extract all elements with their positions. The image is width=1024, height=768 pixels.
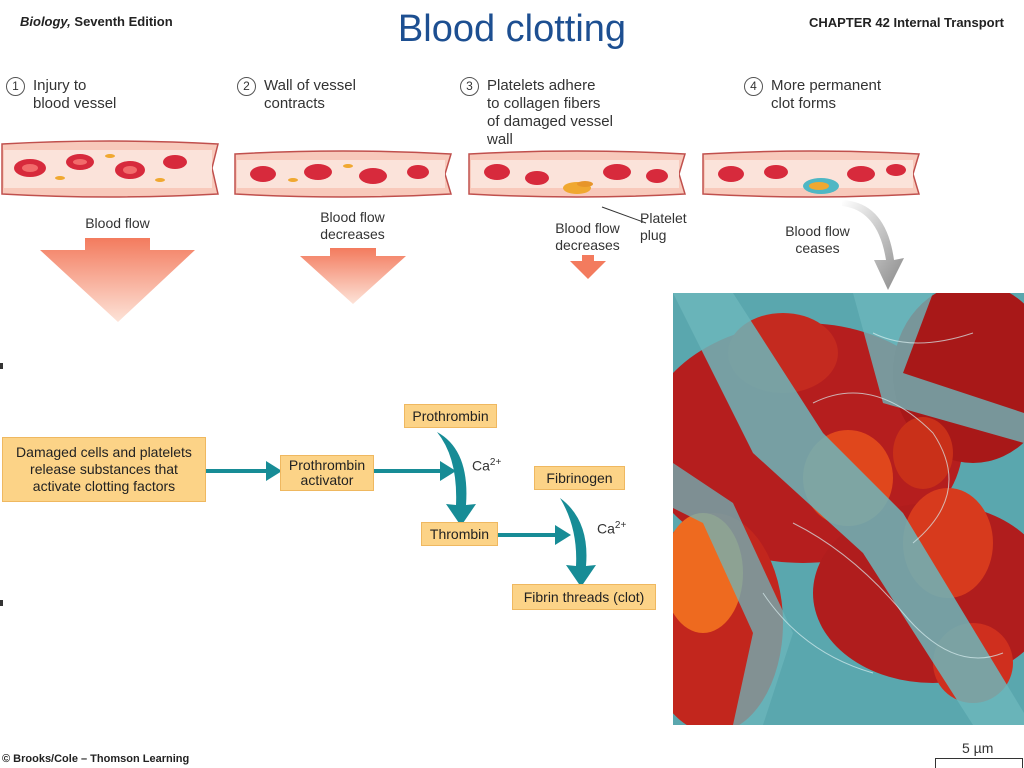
calcium-label-1: Ca2+	[472, 457, 502, 474]
callout-arrow	[842, 200, 904, 290]
calcium-label-2: Ca2+	[597, 520, 627, 537]
flow-arrow-1	[40, 238, 195, 322]
label-blood-flow: Blood flow	[85, 215, 150, 231]
box-fibrin-threads: Fibrin threads (clot)	[512, 584, 656, 610]
copyright: © Brooks/Cole – Thomson Learning	[2, 753, 190, 765]
cascade-arrows	[206, 432, 596, 587]
margin-mark-2	[0, 600, 3, 606]
step-3-text: Platelets adhere to collagen fibers of d…	[487, 77, 613, 148]
box-prothrombin-activator: Prothrombin activator	[280, 455, 374, 491]
box-damaged-cells: Damaged cells and platelets release subs…	[2, 437, 206, 502]
step-2-caption: 2 Wall of vessel contracts	[237, 77, 356, 113]
step-1-text: Injury to blood vessel	[33, 77, 117, 112]
clot-micrograph	[673, 293, 1024, 725]
vessel-step-3	[468, 150, 686, 198]
step-3-caption: 3 Platelets adhere to collagen fibers of…	[460, 77, 613, 149]
book-title: Biology, Seventh Edition	[20, 14, 173, 29]
margin-mark-1	[0, 363, 3, 369]
chapter-title: CHAPTER 42 Internal Transport	[808, 15, 1004, 30]
platelet-plug-pointer	[601, 206, 647, 224]
step-2-number: 2	[237, 77, 256, 96]
step-2-text: Wall of vessel contracts	[264, 77, 356, 112]
vessel-step-1	[1, 140, 219, 198]
page-title: Blood clotting	[397, 8, 627, 50]
step-4-text: More permanent clot forms	[771, 77, 882, 112]
label-platelet-plug: Platelet plug	[640, 210, 687, 243]
scale-bar	[935, 758, 1023, 768]
step-3-number: 3	[460, 77, 479, 96]
flow-arrow-3	[570, 255, 606, 279]
step-1-number: 1	[6, 77, 25, 96]
label-blood-flow-decreases-2: Blood flow decreases	[320, 209, 385, 242]
box-thrombin: Thrombin	[421, 522, 498, 546]
scale-bar-label: 5 µm	[962, 740, 994, 756]
step-1-caption: 1 Injury to blood vessel	[6, 77, 116, 113]
label-blood-flow-decreases-3: Blood flow decreases	[555, 220, 620, 253]
vessel-step-2	[234, 150, 452, 198]
label-blood-flow-ceases: Blood flow ceases	[785, 223, 850, 256]
step-4-caption: 4 More permanent clot forms	[744, 77, 881, 113]
step-4-number: 4	[744, 77, 763, 96]
box-prothrombin: Prothrombin	[404, 404, 497, 428]
box-fibrinogen: Fibrinogen	[534, 466, 625, 490]
flow-arrow-2	[300, 248, 406, 304]
vessel-step-4	[702, 150, 920, 198]
